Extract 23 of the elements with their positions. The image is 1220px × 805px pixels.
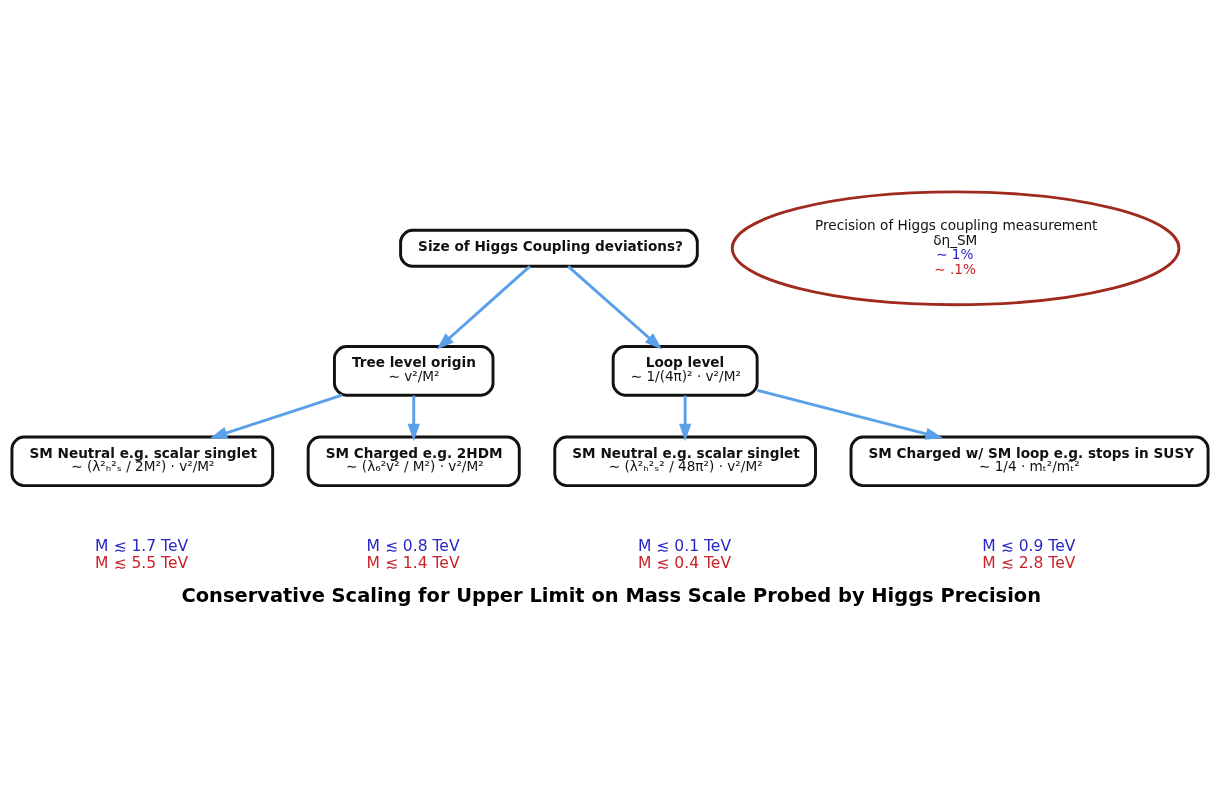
node-label: M ≲ 0.9 TeV [982,536,1076,555]
arrow [209,393,343,439]
node-label: M ≲ 0.1 TeV [637,536,732,555]
node-label: M ≲ 1.4 TeV [366,554,460,573]
arrow [407,395,420,442]
node-label: M ≲ 2.8 TeV [982,554,1076,573]
arrow [679,395,692,442]
arrow [567,265,663,350]
caption: Conservative Scaling for Upper Limit on Mass Scale Probed by Higgs Precision [181,584,1042,608]
node-label: M ≲ 0.8 TeV [366,536,460,555]
node-box: Loop level ∼ 1/(4π)² · v²/M² [611,345,759,397]
node-ellipse: Precision of Higgs coupling measurement δη_SM ∼ 1% ∼ .1% [730,190,1181,307]
node-box: SM Neutral e.g. scalar singlet ∼ (λ²ₕ²ₛ / 2M²) · v²/M² [10,435,275,488]
node-box: Size of Higgs Coupling deviations? [399,228,699,268]
node-label: M ≲ 1.7 TeV [95,536,189,555]
node-box: SM Neutral e.g. scalar singlet ∼ (λ²ₕ²ₛ² / 48π²) · v²/M² [553,435,817,488]
arrow [757,389,943,440]
node-label: M ≲ 0.4 TeV [637,554,732,573]
node-box: Tree level origin ∼ v²/M² [333,345,495,397]
node-box: SM Charged e.g. 2HDM ∼ (λ₆²v² / M²) · v²/M² [306,435,521,488]
node-label: M ≲ 5.5 TeV [95,554,189,573]
node-box: SM Charged w/ SM loop e.g. stops in SUSY ∼ 1/4 · mₜ²/mₜ̃² [849,435,1210,488]
arrow [436,265,531,350]
